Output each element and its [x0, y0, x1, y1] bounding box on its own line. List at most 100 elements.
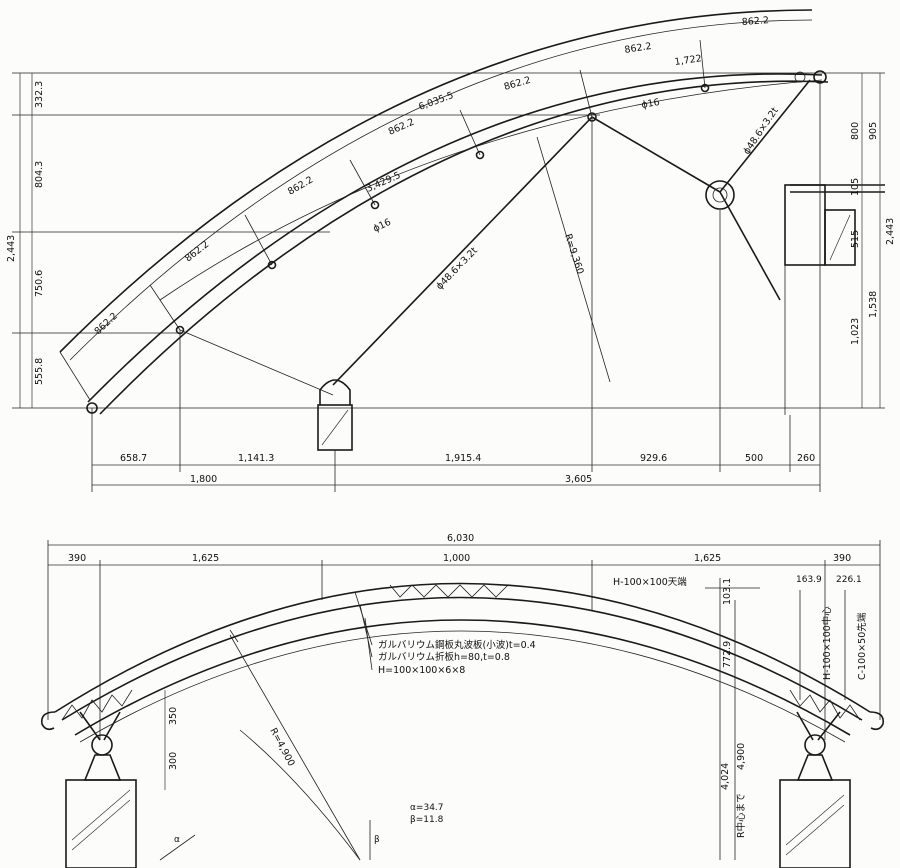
seg-tick: [349, 159, 376, 206]
strut-down: [719, 191, 781, 301]
column-right: [779, 779, 851, 868]
support-ball-left: [91, 734, 113, 756]
seg-tick: [579, 69, 593, 118]
alpha-line: [159, 834, 196, 861]
right-height-outer: 2,443: [885, 218, 896, 245]
seg-tick: [699, 39, 706, 89]
section-arc-2: [61, 596, 863, 721]
support-ball-right: [804, 734, 826, 756]
pipe-label: ϕ48.6×3.2t: [741, 105, 781, 156]
top-dim: 1,000: [443, 553, 470, 564]
beam-hatch: [829, 214, 851, 261]
alpha-symbol: α: [174, 835, 180, 845]
left-vert-dim: 350: [168, 707, 179, 725]
bracket-left-2: [103, 711, 121, 741]
v-label: 4,900: [736, 743, 747, 770]
strut-right: [591, 116, 721, 193]
radius-line: [536, 136, 611, 383]
left-vert-dim: 300: [168, 752, 179, 770]
truss-right: [789, 689, 861, 721]
bottom-dim: 929.6: [640, 453, 667, 464]
bottom-dim: 500: [745, 453, 763, 464]
section-view: 6,030 390 1,625 1,000 1,625 390 ガルバリウム鋼板…: [40, 533, 885, 868]
radius-line-R: [229, 634, 361, 861]
callout-corrugated: ガルバリウム鋼板丸波板(小波)t=0.4: [378, 639, 536, 651]
column-hatch: [321, 409, 349, 446]
column-right: [784, 184, 826, 266]
bracket-left: [79, 711, 101, 741]
roof-lower-arc: [87, 73, 823, 403]
top-dim: 1,625: [192, 553, 219, 564]
seg-tick: [149, 284, 181, 331]
total-width: 6,030: [447, 533, 474, 544]
strut-pipe: [332, 116, 593, 386]
arc-seg-label: 862.2: [741, 15, 769, 28]
column-left: [65, 779, 137, 868]
v-label: 4,024: [720, 763, 731, 790]
top-dim: 390: [833, 553, 851, 564]
column-cap: [319, 379, 351, 405]
bottom-dim: 1,141.3: [238, 453, 274, 464]
left-height: 332.3: [34, 81, 45, 108]
right-height: 515: [850, 230, 861, 248]
angle-alpha: α=34.7: [410, 803, 444, 813]
section-arc-4: [79, 630, 846, 743]
radius-label: R=9,360: [562, 233, 585, 276]
node: [370, 200, 380, 210]
roof-outer-arc: [59, 9, 813, 353]
right-height: 1,023: [850, 318, 861, 345]
v-label: H-100×100中心: [821, 606, 833, 680]
beta-symbol: β: [374, 835, 380, 845]
support-base-left: [83, 754, 122, 781]
rod-arc: [159, 79, 823, 301]
leader: [364, 617, 373, 671]
bottom-dim: 1,915.4: [445, 453, 481, 464]
truss-top: [389, 584, 509, 598]
section-arc-3: [74, 619, 851, 736]
v-label: 103.1: [722, 578, 733, 605]
angle-beta: β=11.8: [410, 815, 444, 825]
rod-label: ϕ16: [641, 97, 661, 111]
hub-inner: [712, 187, 728, 203]
right-height-outer: 1,538: [868, 291, 879, 318]
hook-left: [40, 711, 56, 731]
pipe-label: ϕ48.6×3.2t: [434, 245, 480, 292]
arc-seg-label: 862.2: [503, 75, 532, 93]
arc-seg-label: 862.2: [286, 174, 315, 197]
callout-folded: ガルバリウム折板h=80,t=0.8: [378, 651, 510, 663]
h-top-label: H-100×100天端: [613, 576, 687, 588]
elevation-view: 862.2 862.2 862.2 862.2 862.2 862.2 862.…: [6, 9, 896, 492]
bracket-right-2: [817, 711, 841, 741]
bottom-dim-total: 1,800: [190, 474, 217, 485]
arc-seg-label: 862.2: [387, 117, 416, 138]
callout-hbeam: H=100×100×6×8: [378, 665, 465, 676]
right-top-dim: 163.9: [796, 575, 822, 585]
left-total: 2,443: [6, 235, 17, 262]
right-height: 800: [850, 122, 861, 140]
node: [700, 83, 710, 93]
roof-lower-arc-2: [99, 80, 829, 415]
radius-arc: [239, 729, 361, 861]
v-label: R中心まで: [735, 793, 747, 838]
column-hatch: [785, 794, 845, 846]
right-top-dim: 226.1: [836, 575, 862, 585]
rod-label: ϕ16: [371, 217, 392, 235]
chord-label: 1,722: [674, 53, 702, 68]
bottom-dim: 260: [797, 453, 815, 464]
top-dim: 1,625: [694, 553, 721, 564]
leader: [359, 604, 373, 658]
section-arc-outer: [54, 582, 871, 713]
bottom-dim: 658.7: [120, 453, 147, 464]
support-base-right: [796, 754, 834, 781]
node: [267, 260, 277, 270]
column-hatch: [785, 804, 845, 856]
strut-up: [719, 79, 811, 193]
section-radius: R=4,900: [267, 726, 296, 768]
bracket-right: [796, 711, 814, 741]
column-hatch: [71, 799, 131, 851]
node: [475, 150, 485, 160]
pin-right-2: [794, 71, 806, 83]
radius-arrow: [229, 629, 239, 643]
